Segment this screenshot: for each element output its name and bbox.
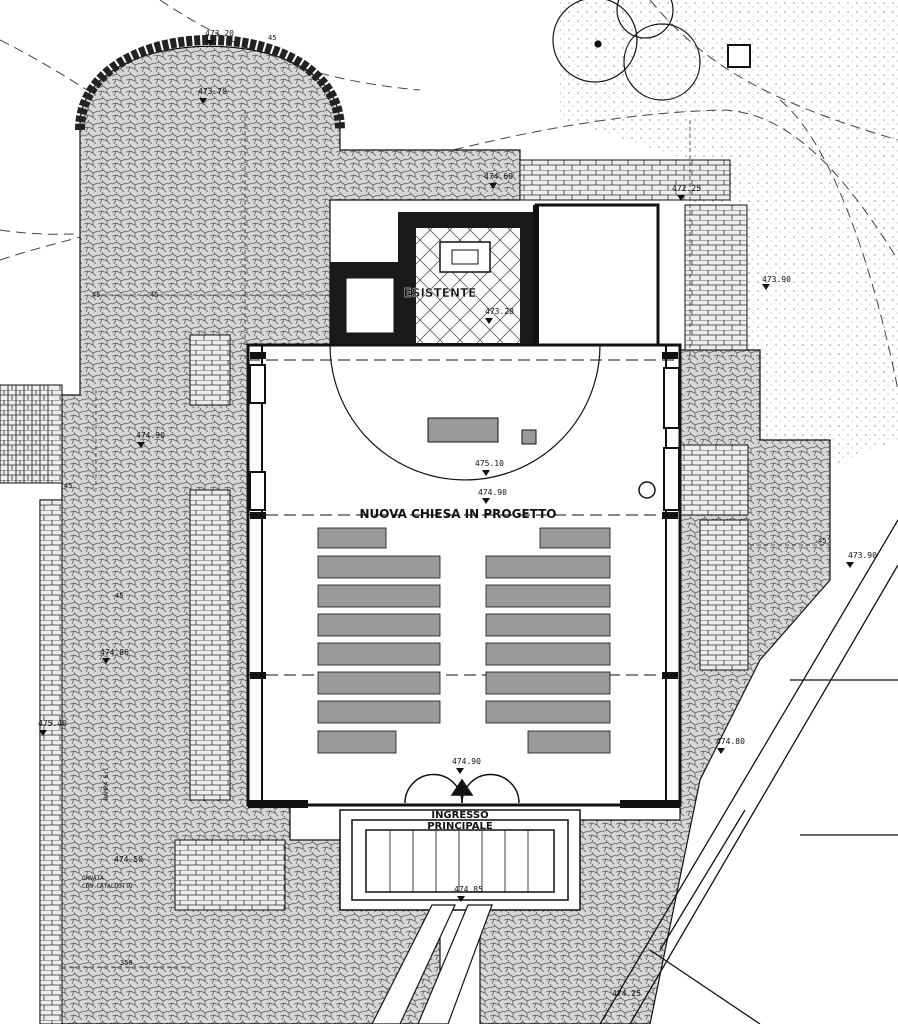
main-entrance-doors	[404, 773, 520, 804]
elevation-labels: 473.20 473.70 474.60 472.25 473.90 473.2…	[38, 29, 877, 998]
pew	[317, 671, 441, 695]
elevation-label: 473.90	[848, 551, 877, 560]
ambo	[521, 429, 537, 445]
elevation-label: 474.86	[100, 648, 129, 657]
elevation-label: 475.10	[475, 459, 504, 468]
left-entry-stairs	[0, 384, 63, 484]
elevation-markers	[39, 40, 854, 902]
entrance-label-line1: INGRESSO	[431, 810, 488, 821]
pew	[317, 555, 441, 579]
altar	[427, 417, 499, 443]
dimension-label: 45	[115, 592, 123, 600]
elevation-label: 474.90	[452, 757, 481, 766]
trees	[552, 0, 701, 101]
existing-building-label: ESISTENTE	[404, 286, 477, 300]
pew	[485, 555, 611, 579]
pew	[317, 642, 441, 666]
elevation-label: 473.20	[205, 29, 234, 38]
right-stairs	[679, 444, 749, 516]
note-label-line1: ORNATA	[82, 875, 104, 882]
pew	[485, 642, 611, 666]
dimension-label: 350	[120, 959, 133, 967]
existing-building	[330, 203, 660, 347]
dimension-labels: 45 45 45 350 45 45 45	[64, 34, 826, 967]
elevation-label: 474.85	[454, 885, 483, 894]
entrance-paths	[371, 904, 493, 1024]
entrance-terrace	[339, 809, 581, 911]
ramp-label: RAMPA 6:1	[103, 767, 110, 800]
pew	[485, 700, 611, 724]
new-church-label: NUOVA CHIESA IN PROGETTO	[359, 507, 556, 521]
left-edge-wall	[39, 499, 63, 1024]
lamp-post	[727, 44, 751, 68]
road-edges	[599, 519, 898, 1024]
elevation-label: 474.90	[136, 431, 165, 440]
elevation-label: 475.40	[38, 719, 67, 728]
pew	[317, 527, 387, 549]
dimension-label: 45	[64, 482, 72, 490]
dimension-label: 45	[150, 291, 158, 299]
elevation-label: 474.60	[484, 172, 513, 181]
elevation-label: 473.90	[762, 275, 791, 284]
entrance-label-line2: PRINCIPALE	[427, 821, 493, 832]
dimension-lines	[62, 110, 830, 968]
pew	[485, 671, 611, 695]
elevation-label: 473.70	[198, 87, 227, 96]
arched-wall	[75, 35, 345, 131]
note-label-line2: CON CATALUOTTO	[82, 883, 133, 890]
elevation-label: 473.28	[485, 307, 514, 316]
right-brick-wall	[699, 519, 749, 671]
new-church	[246, 343, 682, 808]
elevation-label: 472.25	[672, 184, 701, 193]
side-stairs	[174, 839, 286, 911]
elevation-label: 474.90	[478, 488, 507, 497]
pew	[317, 700, 441, 724]
right-brick-wall-upper	[684, 204, 748, 351]
baptismal-font	[638, 481, 656, 499]
left-brick-wall	[189, 489, 231, 801]
pew	[485, 584, 611, 608]
pew	[317, 730, 397, 754]
elevation-label: 474.25	[612, 989, 641, 998]
dimension-label: 45	[818, 537, 826, 545]
pew	[485, 613, 611, 637]
pew	[539, 527, 611, 549]
dimension-label: 45	[92, 291, 100, 299]
pews	[317, 527, 611, 754]
elevation-label: 474.80	[716, 737, 745, 746]
elevation-label: 474.50	[114, 855, 143, 864]
pew	[527, 730, 611, 754]
stair-block	[519, 159, 731, 201]
left-brick-wall-upper	[189, 334, 231, 406]
dimension-label: 45	[268, 34, 276, 42]
pew	[317, 584, 441, 608]
pew	[317, 613, 441, 637]
